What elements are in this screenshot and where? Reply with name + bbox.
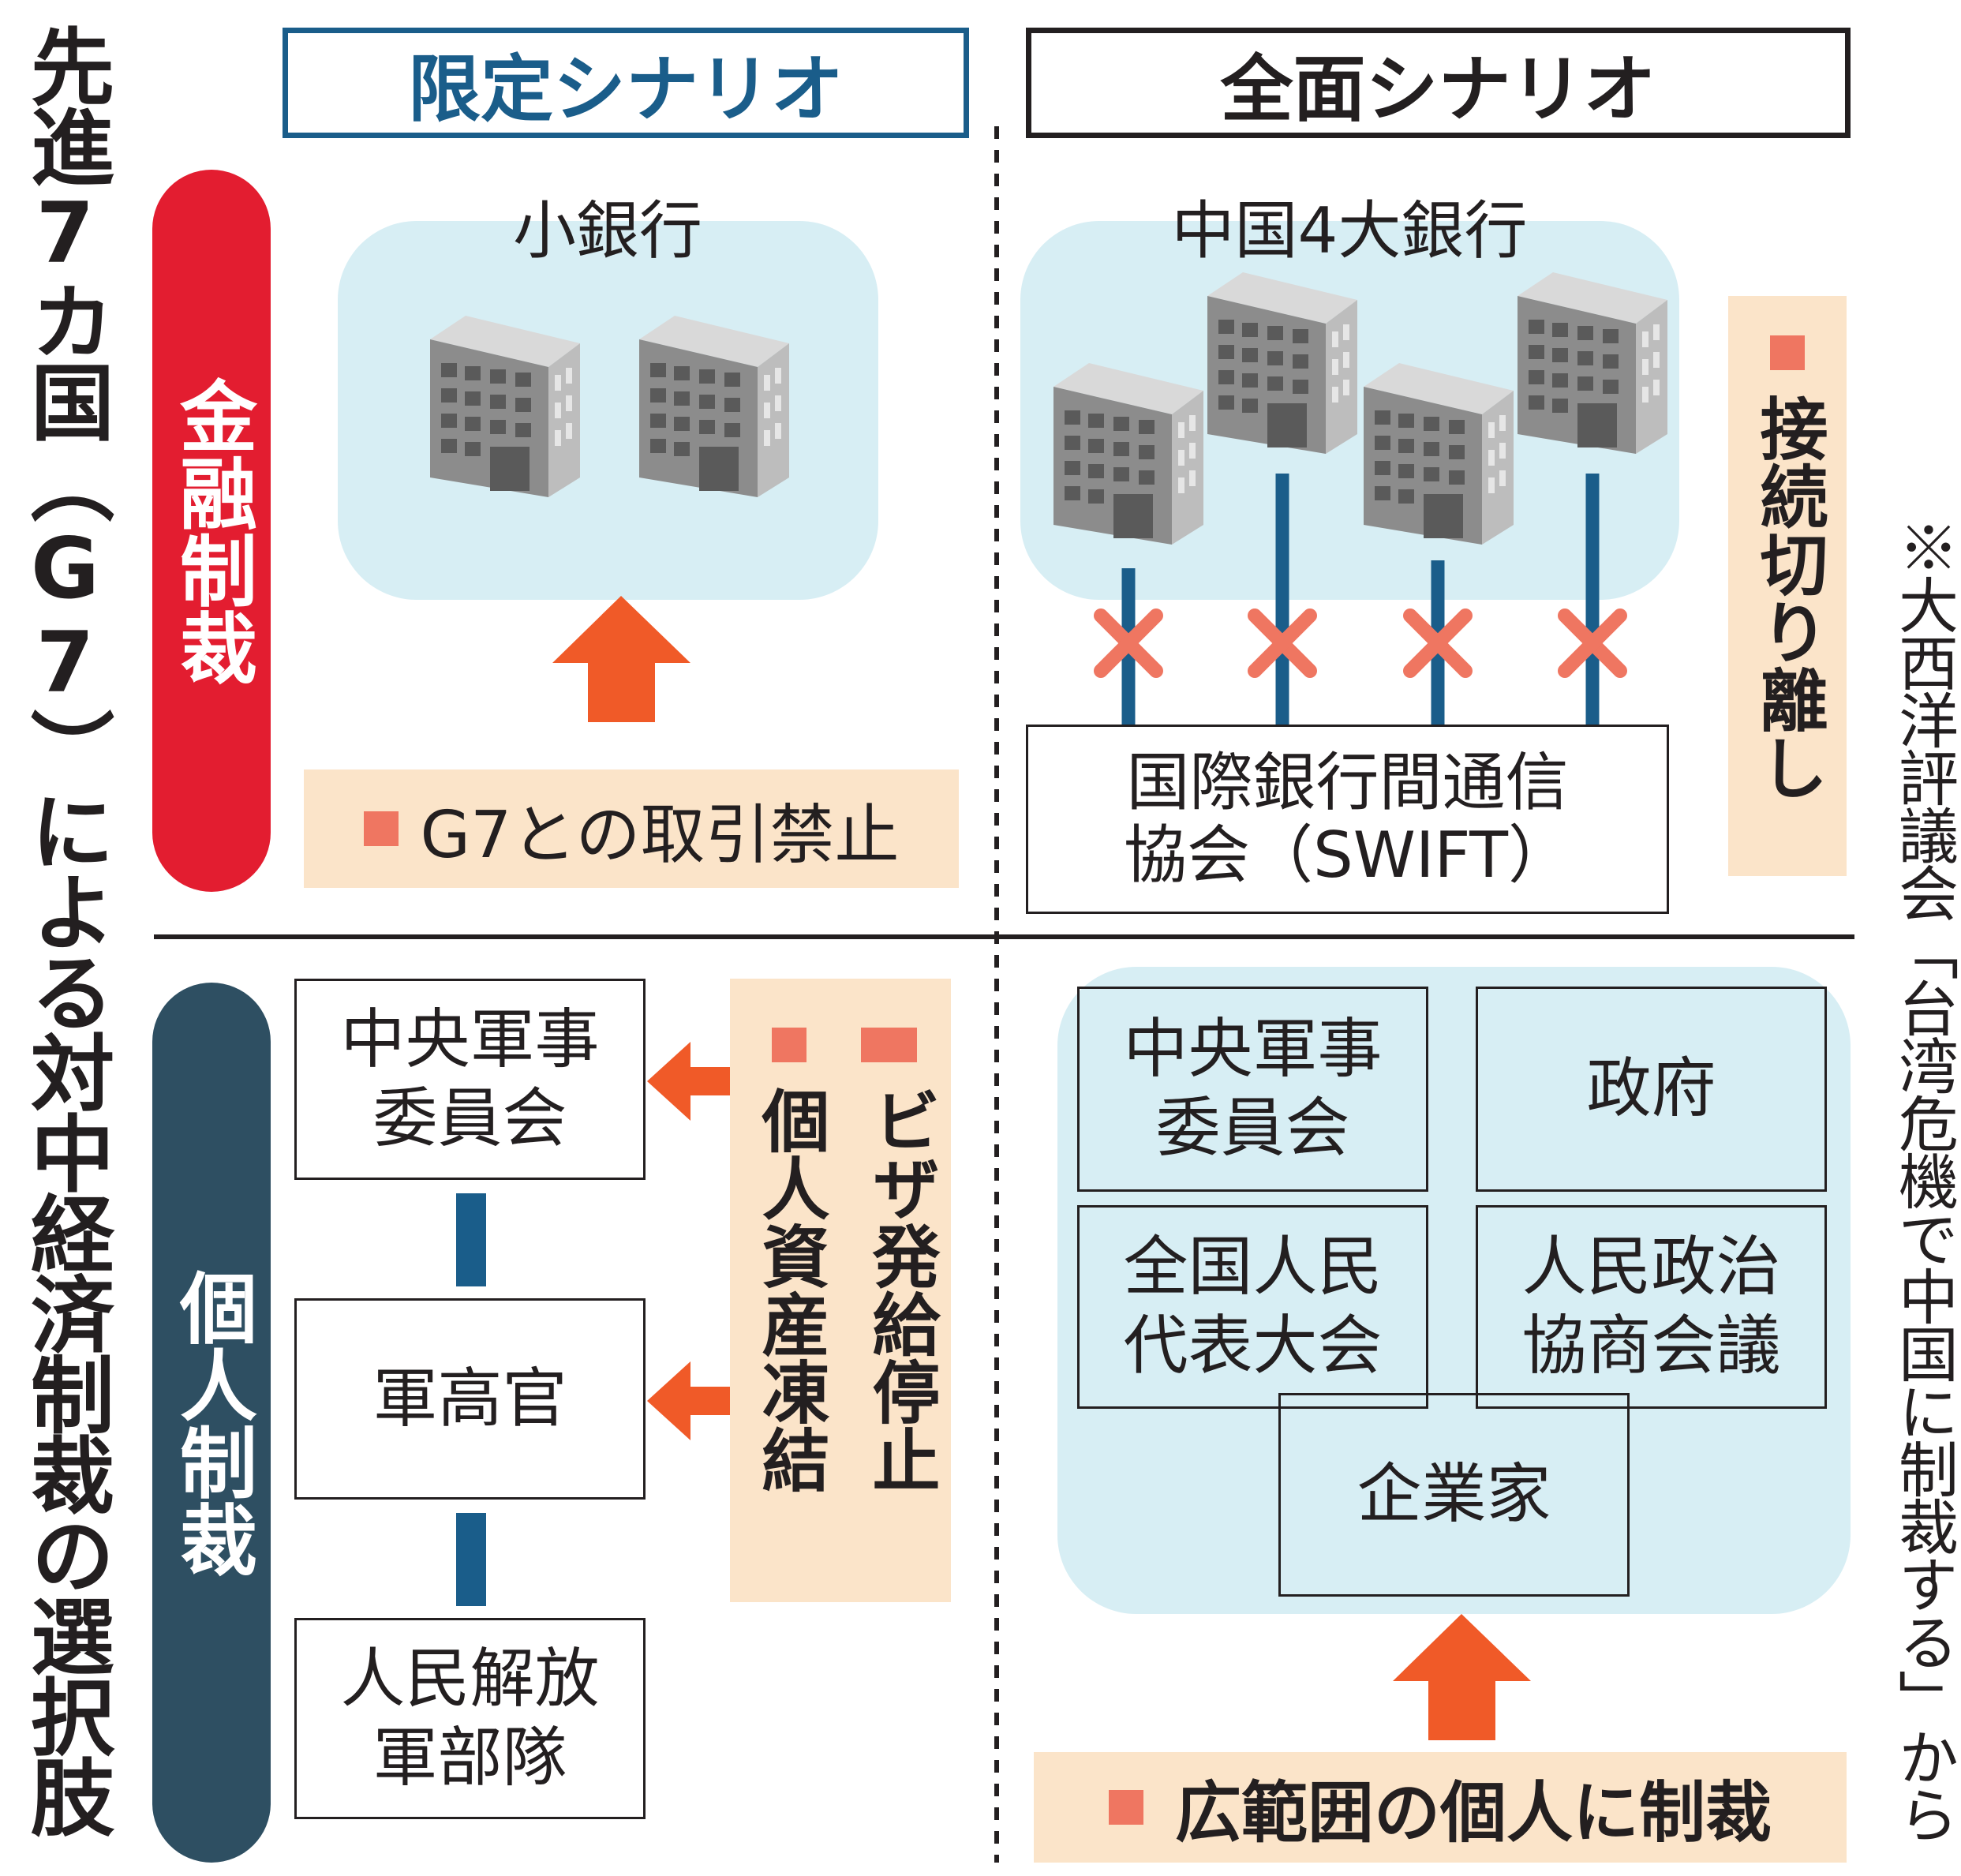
bullet-icon	[1770, 335, 1805, 370]
full-scenario-header: 全面シナリオ	[1026, 28, 1851, 138]
bullet-icon	[1108, 1790, 1143, 1825]
bullet-icon	[363, 811, 399, 846]
npc-box: 全国人民 代表大会	[1077, 1205, 1428, 1409]
bullet-icon	[882, 1028, 917, 1062]
senior-officers-box: 軍高官	[294, 1298, 646, 1500]
up-arrow-icon	[1393, 1614, 1531, 1740]
central-military-commission-box: 中央軍事 委員会	[294, 979, 646, 1180]
personal-limited-measures: ビザ発給停止 個人資産凍結	[730, 979, 951, 1602]
source-note: ※大西洋評議会「台湾危機で中国に制裁する」から	[1888, 517, 1959, 1842]
broad-targets-panel	[1057, 967, 1851, 1614]
visa-measure-column: ビザ発給停止	[848, 1028, 951, 1580]
personal-sanctions-label: 個人制裁	[152, 983, 271, 1863]
disconnect-measure: 接続切り離し	[1728, 296, 1847, 876]
limited-scenario-header: 限定シナリオ	[283, 28, 969, 138]
cross-icon	[1248, 608, 1317, 678]
left-arrow-icon	[647, 1042, 734, 1121]
cppcc-box: 人民政治 協商会議	[1476, 1205, 1827, 1409]
swift-box: 国際銀行間通信 協会（SWIFT）	[1026, 725, 1669, 914]
visa-suspension-text: ビザ発給停止	[860, 1086, 939, 1493]
up-arrow-icon	[552, 596, 690, 722]
left-arrow-icon	[647, 1361, 734, 1440]
government-box: 政府	[1476, 987, 1827, 1192]
main-title: 先進7カ国（G7）による対中経済制裁の選択肢	[17, 24, 114, 1835]
central-military-commission-box: 中央軍事 委員会	[1077, 987, 1428, 1192]
broad-sanction-text: 広範囲の個人に制裁	[1174, 1773, 1772, 1852]
connector-bar	[456, 1513, 486, 1606]
connector-bar	[456, 1193, 486, 1286]
trade-ban-text: G7との取引禁止	[420, 797, 900, 873]
financial-sanctions-label: 金融制裁	[152, 170, 271, 892]
broad-sanction-measure: 広範囲の個人に制裁	[1034, 1752, 1847, 1863]
small-bank-label: 小銀行	[513, 194, 702, 268]
disconnect-text: 接続切り離し	[1748, 394, 1827, 801]
cross-icon	[1558, 608, 1627, 678]
cross-icon	[1403, 608, 1473, 678]
trade-ban-measure: G7との取引禁止	[304, 769, 959, 888]
cross-icon	[1094, 608, 1163, 678]
entrepreneurs-box: 企業家	[1278, 1393, 1630, 1597]
pla-units-box: 人民解放 軍部隊	[294, 1618, 646, 1819]
asset-freeze-text: 個人資産凍結	[750, 1086, 829, 1493]
big-four-bank-label: 中国4大銀行	[1171, 194, 1528, 268]
bullet-icon	[772, 1028, 806, 1062]
asset-freeze-column: 個人資産凍結	[738, 1028, 840, 1580]
